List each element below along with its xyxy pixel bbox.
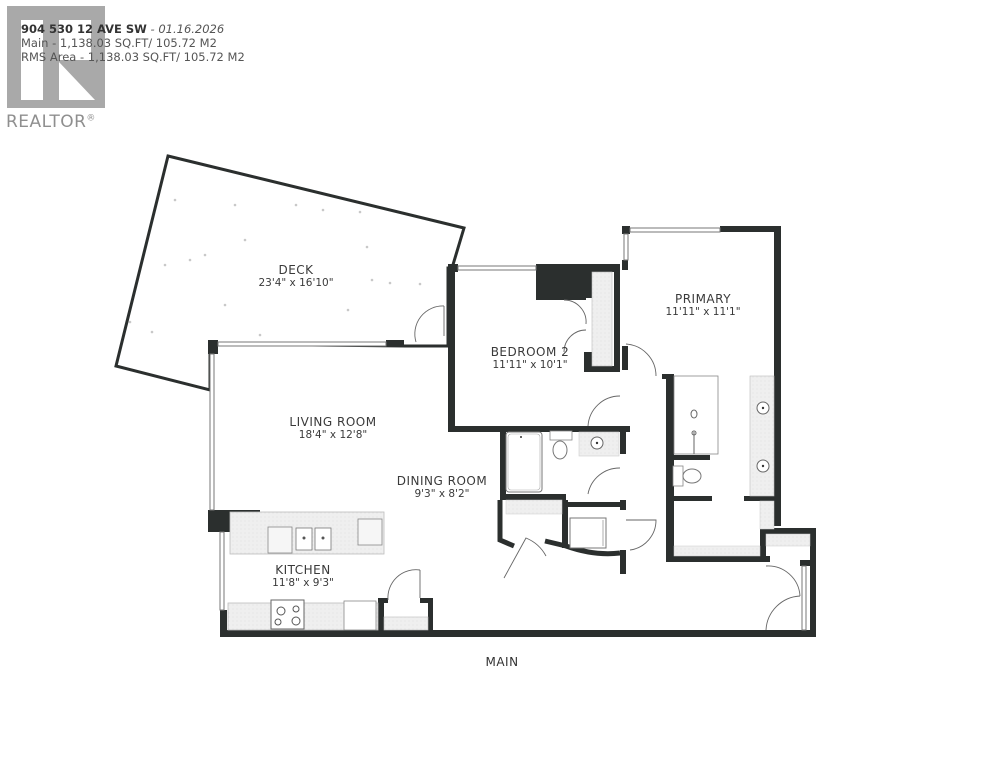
realtor-logo [7,6,105,110]
room-dimensions: 11'8" x 9'3" [272,577,334,589]
rms-area: RMS Area - 1,138.03 SQ.FT/ 105.72 M2 [21,50,245,64]
linen-wall [497,500,515,549]
logo-r-bowl [59,20,91,60]
doors [387,299,801,631]
room-dimensions: 9'3" x 8'2" [414,488,470,500]
realtor-wordmark: REALTOR® [6,112,96,132]
room-dimensions: 18'4" x 12'8" [298,429,368,441]
primary-vanity [749,375,775,530]
bedroom2-closet [591,271,613,367]
entry-closet-shelf [765,533,811,547]
room-label-bedroom-2: BEDROOM 2 11'11" x 10'1" [491,346,570,372]
bathroom2-fixtures [505,430,620,515]
room-label-living-room: LIVING ROOM 18'4" x 12'8" [289,416,376,442]
address-line: 904 530 12 AVE SW - 01.16.2026 [21,22,245,36]
room-dimensions: 23'4" x 16'10" [258,277,334,289]
walls [208,226,816,637]
plan-date: 01.16.2026 [158,22,225,36]
main-area: Main - 1,138.03 SQ.FT/ 105.72 M2 [21,36,217,50]
deck-texture [128,198,422,337]
primary-closet-shelf [673,545,761,557]
separator: - [146,22,159,36]
room-name: PRIMARY [674,292,732,306]
laundry-machine [569,517,607,549]
kitchen-island [229,511,385,555]
room-label-dining-room: DINING ROOM 9'3" x 8'2" [397,475,487,501]
room-name: LIVING ROOM [289,415,377,429]
room-name: KITCHEN [275,563,331,577]
floor-label: MAIN [485,655,519,669]
deck-outline [114,154,466,392]
room-name: BEDROOM 2 [490,345,570,359]
plan-header: 904 530 12 AVE SW - 01.16.2026 Main - 1,… [21,22,245,64]
windows [209,227,807,631]
room-label-deck: DECK 23'4" x 16'10" [258,264,333,290]
logo-r-stem [21,20,43,100]
primary-toilet [672,465,702,487]
room-dimensions: 11'11" x 11'1" [665,306,741,318]
room-dimensions: 11'11" x 10'1" [492,359,568,371]
logo-r-leg [59,62,95,100]
primary-shower [673,375,719,455]
room-name: DINING ROOM [396,474,488,488]
room-name: DECK [278,263,314,277]
room-label-kitchen: KITCHEN 11'8" x 9'3" [272,564,334,590]
address: 904 530 12 AVE SW [21,22,147,36]
kitchen-counter [227,599,429,631]
room-label-primary: PRIMARY 11'11" x 11'1" [665,293,740,319]
